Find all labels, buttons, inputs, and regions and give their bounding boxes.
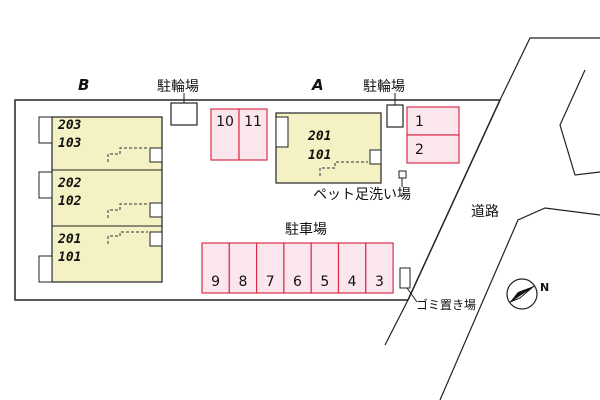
parking-space: 6 bbox=[283, 242, 312, 294]
parking-space-number: 6 bbox=[293, 274, 302, 290]
building-a bbox=[275, 112, 382, 184]
garbage-label: ゴミ置き場 bbox=[416, 298, 477, 312]
unit-label: 101 bbox=[58, 250, 82, 265]
road-edge-lower bbox=[384, 299, 409, 346]
pet-wash-marker bbox=[398, 170, 407, 179]
road-edge-left bbox=[499, 37, 600, 101]
north-label: N bbox=[540, 281, 550, 294]
bicycle-parking-label-a: 駐輪場 bbox=[363, 79, 405, 95]
unit-label: 102 bbox=[58, 194, 82, 209]
parking-space: 9 bbox=[201, 242, 230, 294]
parking-space: 3 bbox=[365, 242, 394, 294]
parking-space: 5 bbox=[310, 242, 340, 294]
parking-space-number: 1 bbox=[415, 114, 424, 130]
bicycle-parking-a bbox=[386, 104, 404, 128]
parking-space: 7 bbox=[256, 242, 285, 294]
unit-label: 101 bbox=[308, 148, 332, 163]
parking-space: 1 bbox=[406, 106, 460, 136]
parking-space: 11 bbox=[238, 108, 268, 161]
parking-space: 10 bbox=[210, 108, 240, 161]
parking-space-number: 3 bbox=[375, 274, 384, 290]
garbage-area bbox=[399, 267, 411, 289]
building-b bbox=[38, 116, 163, 283]
parking-space: 2 bbox=[406, 134, 460, 164]
bicycle-parking-label-b: 駐輪場 bbox=[157, 79, 199, 95]
parking-space-number: 10 bbox=[216, 114, 234, 130]
parking-space-number: 9 bbox=[211, 274, 220, 290]
parking-space: 8 bbox=[228, 242, 258, 294]
parking-space-number: 4 bbox=[348, 274, 357, 290]
parking-space: 4 bbox=[337, 242, 367, 294]
parking-label: 駐車場 bbox=[285, 222, 327, 238]
road-label: 道路 bbox=[471, 204, 499, 220]
unit-label: 202 bbox=[58, 176, 82, 191]
parking-space-number: 8 bbox=[238, 274, 247, 290]
parking-space-number: 5 bbox=[320, 274, 329, 290]
pet-wash-label: ペット足洗い場 bbox=[313, 187, 411, 203]
parking-space-number: 2 bbox=[415, 142, 424, 158]
parking-space-number: 7 bbox=[266, 274, 275, 290]
bicycle-parking-b bbox=[170, 102, 198, 126]
parking-space-number: 11 bbox=[244, 114, 262, 130]
unit-label: 201 bbox=[58, 232, 82, 247]
north-arrow-icon bbox=[506, 278, 538, 310]
unit-label: 201 bbox=[308, 129, 332, 144]
wing-label-a: A bbox=[312, 76, 324, 94]
road-edge-right bbox=[439, 207, 600, 400]
wing-label-b: B bbox=[78, 76, 90, 94]
unit-label: 203 bbox=[58, 118, 82, 133]
road-curb bbox=[559, 69, 600, 176]
unit-label: 103 bbox=[58, 136, 82, 151]
